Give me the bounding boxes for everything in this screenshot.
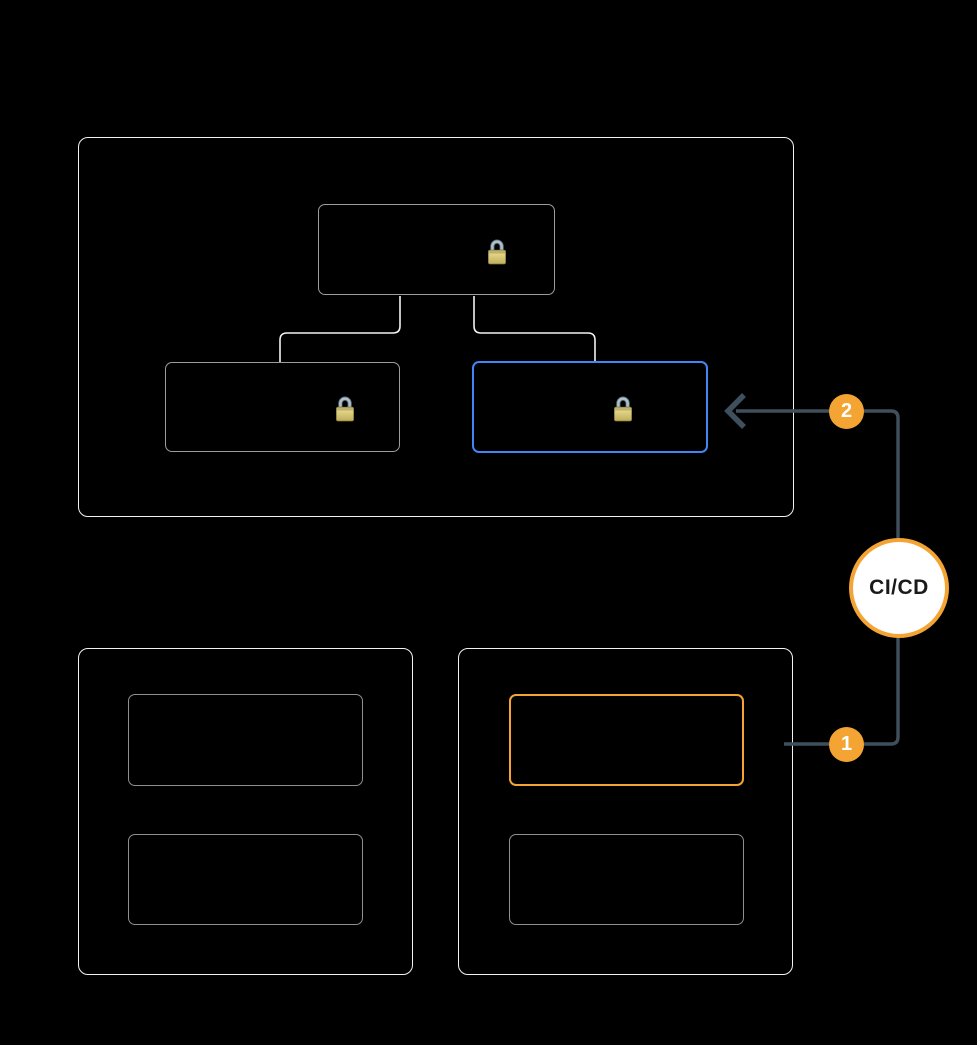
lock-icon bbox=[336, 396, 354, 422]
stage-box-right-2 bbox=[509, 834, 744, 925]
callout-badge-2-label: 2 bbox=[840, 400, 853, 422]
callout-badge-2: 2 bbox=[829, 394, 864, 429]
callout-badge-1: 1 bbox=[829, 727, 864, 762]
cicd-label: CI/CD bbox=[869, 576, 929, 599]
pipeline-panel-right bbox=[458, 648, 793, 975]
child-locked-box-selected bbox=[472, 361, 708, 453]
pipeline-panel-left bbox=[78, 648, 413, 975]
stage-box-left-1 bbox=[128, 694, 363, 786]
stage-box-right-selected bbox=[509, 694, 744, 786]
parent-locked-box bbox=[318, 204, 555, 295]
lock-icon bbox=[614, 396, 632, 422]
callout-badge-1-label: 1 bbox=[840, 733, 853, 755]
stage-box-left-2 bbox=[128, 834, 363, 925]
child-locked-box-left bbox=[165, 362, 400, 452]
lock-icon bbox=[488, 239, 506, 265]
hierarchy-panel bbox=[78, 137, 794, 517]
cicd-node: CI/CD bbox=[849, 538, 949, 638]
